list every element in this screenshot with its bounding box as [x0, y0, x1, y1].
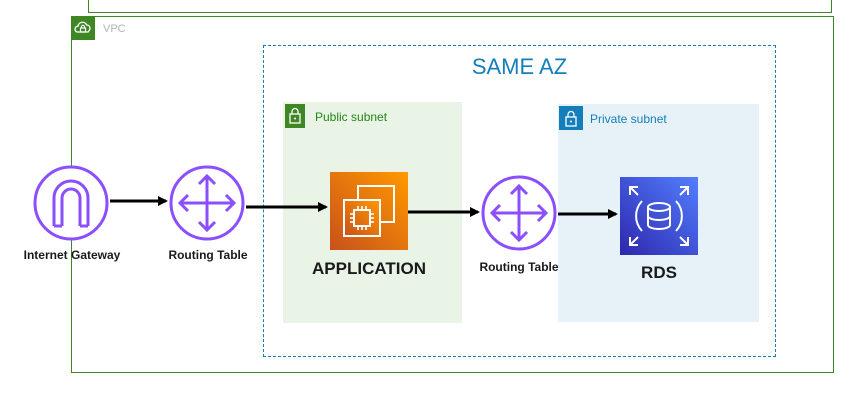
- rds-icon: [620, 177, 698, 255]
- internet-gateway-label: Internet Gateway: [23, 248, 121, 262]
- az-title: SAME AZ: [471, 54, 568, 79]
- rds-label: RDS: [641, 263, 677, 282]
- padlock-icon: [285, 104, 305, 128]
- router-icon: [169, 165, 245, 241]
- application-label: APPLICATION: [312, 259, 426, 278]
- top-frame: [88, 0, 832, 13]
- vpc-label: VPC: [103, 23, 126, 35]
- private-subnet-label: Private subnet: [590, 112, 667, 126]
- internet-gateway-icon: [33, 165, 109, 241]
- ec2-icon: [330, 172, 408, 250]
- routing-table-1-label: Routing Table: [168, 248, 248, 262]
- public-subnet-label: Public subnet: [315, 110, 388, 124]
- availability-zone-group: [263, 45, 776, 357]
- router-icon: [481, 175, 557, 251]
- cloud-lock-icon: [71, 16, 95, 40]
- padlock-icon: [559, 106, 583, 130]
- routing-table-2-label: Routing Table: [479, 260, 559, 274]
